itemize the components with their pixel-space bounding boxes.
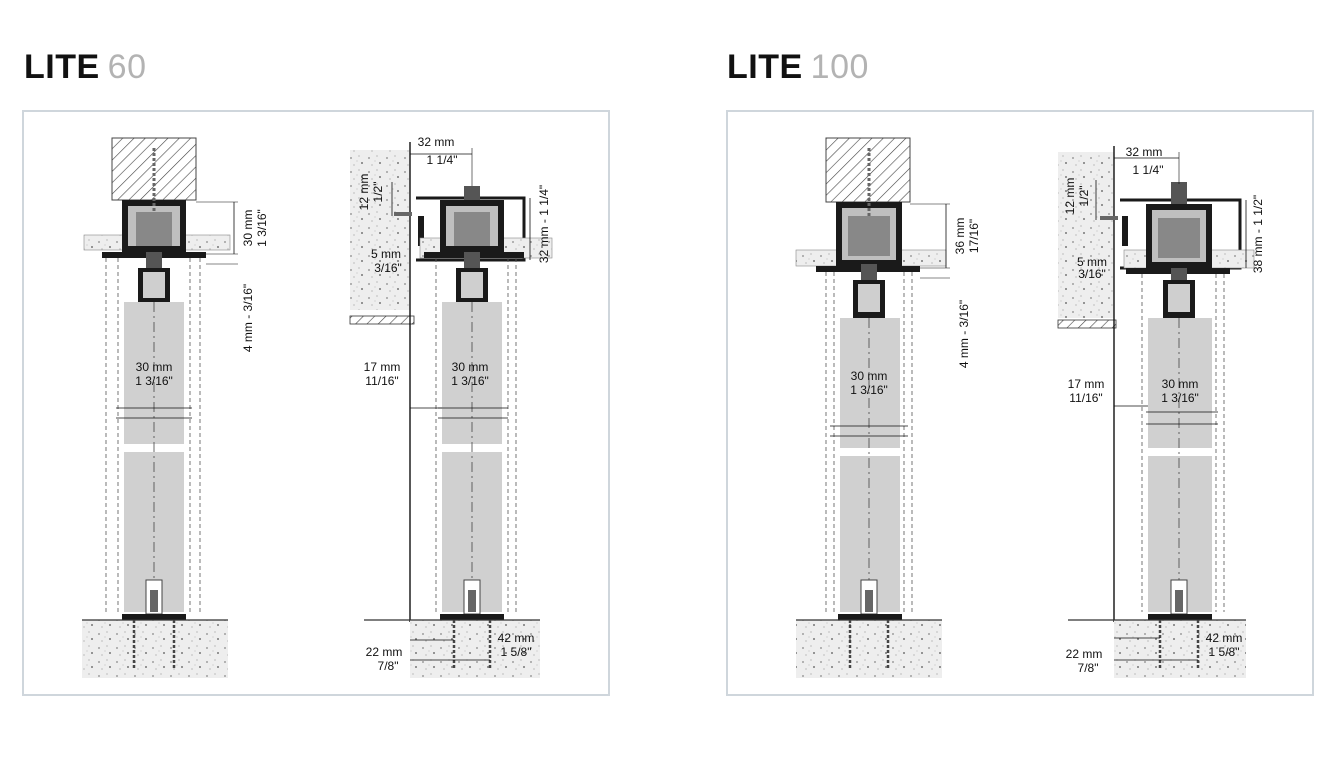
wall-mount-view (1057, 146, 1255, 678)
dim-door-width-in: 1 3/16" (850, 383, 888, 397)
dim-guide2-in: 1 5/8" (1209, 645, 1240, 659)
dim-wall-offset-in: 1 1/4" (1133, 163, 1164, 177)
dim-door2-width-in: 1 3/16" (451, 374, 489, 388)
dim-wall-offset-in: 1 1/4" (427, 153, 458, 167)
dim-guide-in: 7/8" (1078, 661, 1099, 675)
dim-gap: 4 mm - 3/16" (957, 300, 971, 368)
dim-door-width-mm: 30 mm (851, 369, 888, 383)
dim-top-mm: 12 mm (1063, 178, 1077, 215)
dim-track-height-in: 1 3/16" (255, 209, 269, 247)
dim-bracket-height: 38 mm - 1 1/2" (1251, 195, 1265, 273)
dim-track-height-in: 17/16" (967, 219, 981, 253)
diagram-lite-100: 30 mm 1 3/16" 36 mm 17/16" 4 mm - 3/16" (795, 137, 1265, 678)
model-name: LITE (727, 48, 803, 86)
dim-track-height-mm: 30 mm (241, 210, 255, 247)
model-size: 100 (810, 48, 869, 86)
panel-lite-60: 30 mm 1 3/16" 30 mm 1 3/16" 4 mm - 3/16" (22, 110, 610, 696)
dim-door-width-in: 1 3/16" (135, 374, 173, 388)
dim-wall-gap-in: 11/16" (1069, 391, 1102, 405)
dim-door2-width-mm: 30 mm (1162, 377, 1199, 391)
dim-side-mm: 5 mm (371, 247, 401, 261)
dim-wall-gap-in: 11/16" (365, 374, 398, 388)
dim-top-in: 1/2" (1077, 186, 1091, 207)
diagram-lite-60: 30 mm 1 3/16" 30 mm 1 3/16" 4 mm - 3/16" (82, 135, 553, 678)
model-size: 60 (107, 48, 147, 86)
dim-side-mm: 5 mm (1077, 255, 1107, 269)
dim-guide2-mm: 42 mm (498, 631, 535, 645)
dim-gap: 4 mm - 3/16" (241, 284, 255, 352)
dim-guide2-in: 1 5/8" (501, 645, 532, 659)
dim-guide2-mm: 42 mm (1206, 631, 1243, 645)
dim-top-in: 1/2" (371, 182, 385, 203)
dim-wall-offset-mm: 32 mm (418, 135, 455, 149)
panel-lite-100: 30 mm 1 3/16" 36 mm 17/16" 4 mm - 3/16" (726, 110, 1314, 696)
dim-bracket-height: 32 mm - 1 1/4" (537, 185, 551, 263)
dim-wall-offset-mm: 32 mm (1126, 145, 1163, 159)
ceiling-mount-view (82, 137, 238, 678)
ceiling-mount-view (795, 137, 950, 678)
model-name: LITE (24, 48, 100, 86)
dim-track-height-mm: 36 mm (953, 218, 967, 255)
dim-guide-mm: 22 mm (366, 645, 403, 659)
dim-side-in: 3/16" (374, 261, 402, 275)
dim-guide-in: 7/8" (378, 659, 399, 673)
dim-wall-gap-mm: 17 mm (1068, 377, 1105, 391)
dim-door2-width-mm: 30 mm (452, 360, 489, 374)
dim-wall-gap-mm: 17 mm (364, 360, 401, 374)
dim-side-in: 3/16" (1078, 267, 1106, 281)
dim-top-mm: 12 mm (357, 174, 371, 211)
dim-door2-width-in: 1 3/16" (1161, 391, 1199, 405)
dim-guide-mm: 22 mm (1066, 647, 1103, 661)
dim-door-width-mm: 30 mm (136, 360, 173, 374)
wall-mount-view (349, 142, 553, 678)
